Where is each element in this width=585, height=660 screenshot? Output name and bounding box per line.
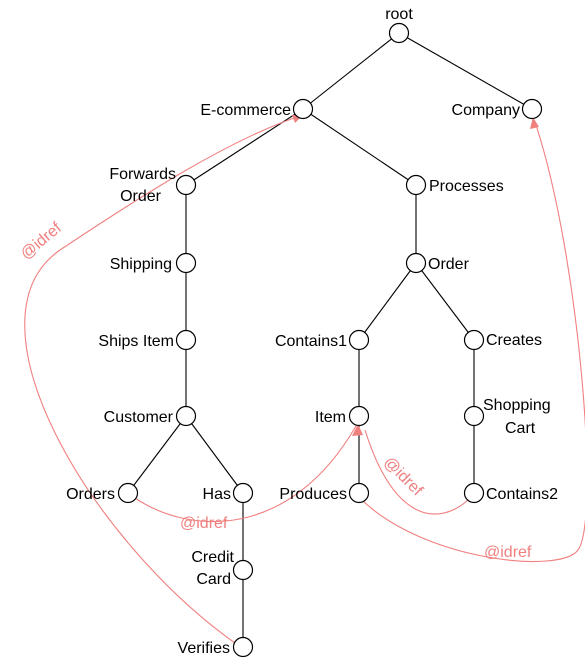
label-shipping: Shipping (110, 256, 172, 273)
edge-order-creates (415, 262, 475, 341)
node-creates (463, 329, 485, 351)
node-forwards-order (175, 174, 197, 196)
label-company: Company (452, 102, 520, 119)
label-item: Item (315, 409, 346, 426)
label-creates: Creates (486, 332, 542, 349)
label-shopping-cart-line1: Shopping (483, 397, 551, 414)
idref-arcs (24, 115, 585, 644)
node-contains2 (463, 482, 485, 504)
idref-arrowhead-item (352, 424, 363, 436)
edge-ecommerce-processes (302, 108, 417, 186)
idref-label-orders-item: @idref (180, 515, 228, 532)
node-orders (117, 482, 139, 504)
idref-arc-orders-item (134, 425, 357, 523)
label-shopping-cart-line2: Cart (505, 420, 536, 437)
label-ecommerce: E-commerce (200, 102, 291, 119)
label-order: Order (428, 256, 470, 273)
idref-arc-verifies-ecommerce (24, 116, 298, 644)
idref-arc-contains2-item (364, 429, 469, 515)
node-root (388, 22, 410, 44)
node-shopping-cart (463, 405, 485, 427)
label-credit-card-line2: Card (196, 571, 231, 588)
node-ships-item (175, 329, 197, 351)
idref-label-contains2-item: @idref (380, 454, 426, 500)
label-has: Has (203, 486, 231, 503)
label-credit-card-line1: Credit (191, 549, 234, 566)
node-credit-card (232, 559, 254, 581)
edge-root-ecommerce (302, 32, 400, 110)
node-item (348, 405, 370, 427)
node-verifies (232, 636, 254, 658)
idref-label-verifies-ecommerce: @idref (18, 219, 66, 263)
node-contains1 (348, 329, 370, 351)
label-verifies: Verifies (178, 640, 230, 657)
edge-customer-has (185, 415, 244, 494)
node-has (232, 482, 254, 504)
edge-ecommerce-forwards-order (185, 108, 304, 186)
label-customer: Customer (104, 409, 174, 426)
label-produces: Produces (279, 486, 347, 503)
edge-root-company (398, 32, 533, 110)
label-processes: Processes (429, 178, 504, 195)
node-customer (175, 405, 197, 427)
label-ships-item: Ships Item (98, 333, 174, 350)
label-contains2: Contains2 (486, 486, 558, 503)
node-ecommerce (292, 98, 314, 120)
label-root: root (385, 6, 413, 23)
node-order (405, 252, 427, 274)
idref-arrowhead-company (530, 117, 539, 129)
node-labels: root E-commerce Company Forwards Order P… (66, 6, 558, 657)
node-processes (405, 174, 427, 196)
edge-customer-orders (127, 415, 187, 494)
node-produces (348, 482, 370, 504)
node-shipping (175, 252, 197, 274)
tree-nodes (117, 22, 543, 658)
label-forwards-order-line1: Forwards (109, 166, 176, 183)
label-forwards-order-line2: Order (120, 188, 162, 205)
idref-label-produces-company: @idref (484, 544, 532, 561)
label-orders: Orders (66, 486, 115, 503)
node-company (521, 98, 543, 120)
label-contains1: Contains1 (275, 333, 347, 350)
edge-order-contains1 (358, 262, 417, 341)
idref-arc-produces-company (358, 124, 585, 563)
